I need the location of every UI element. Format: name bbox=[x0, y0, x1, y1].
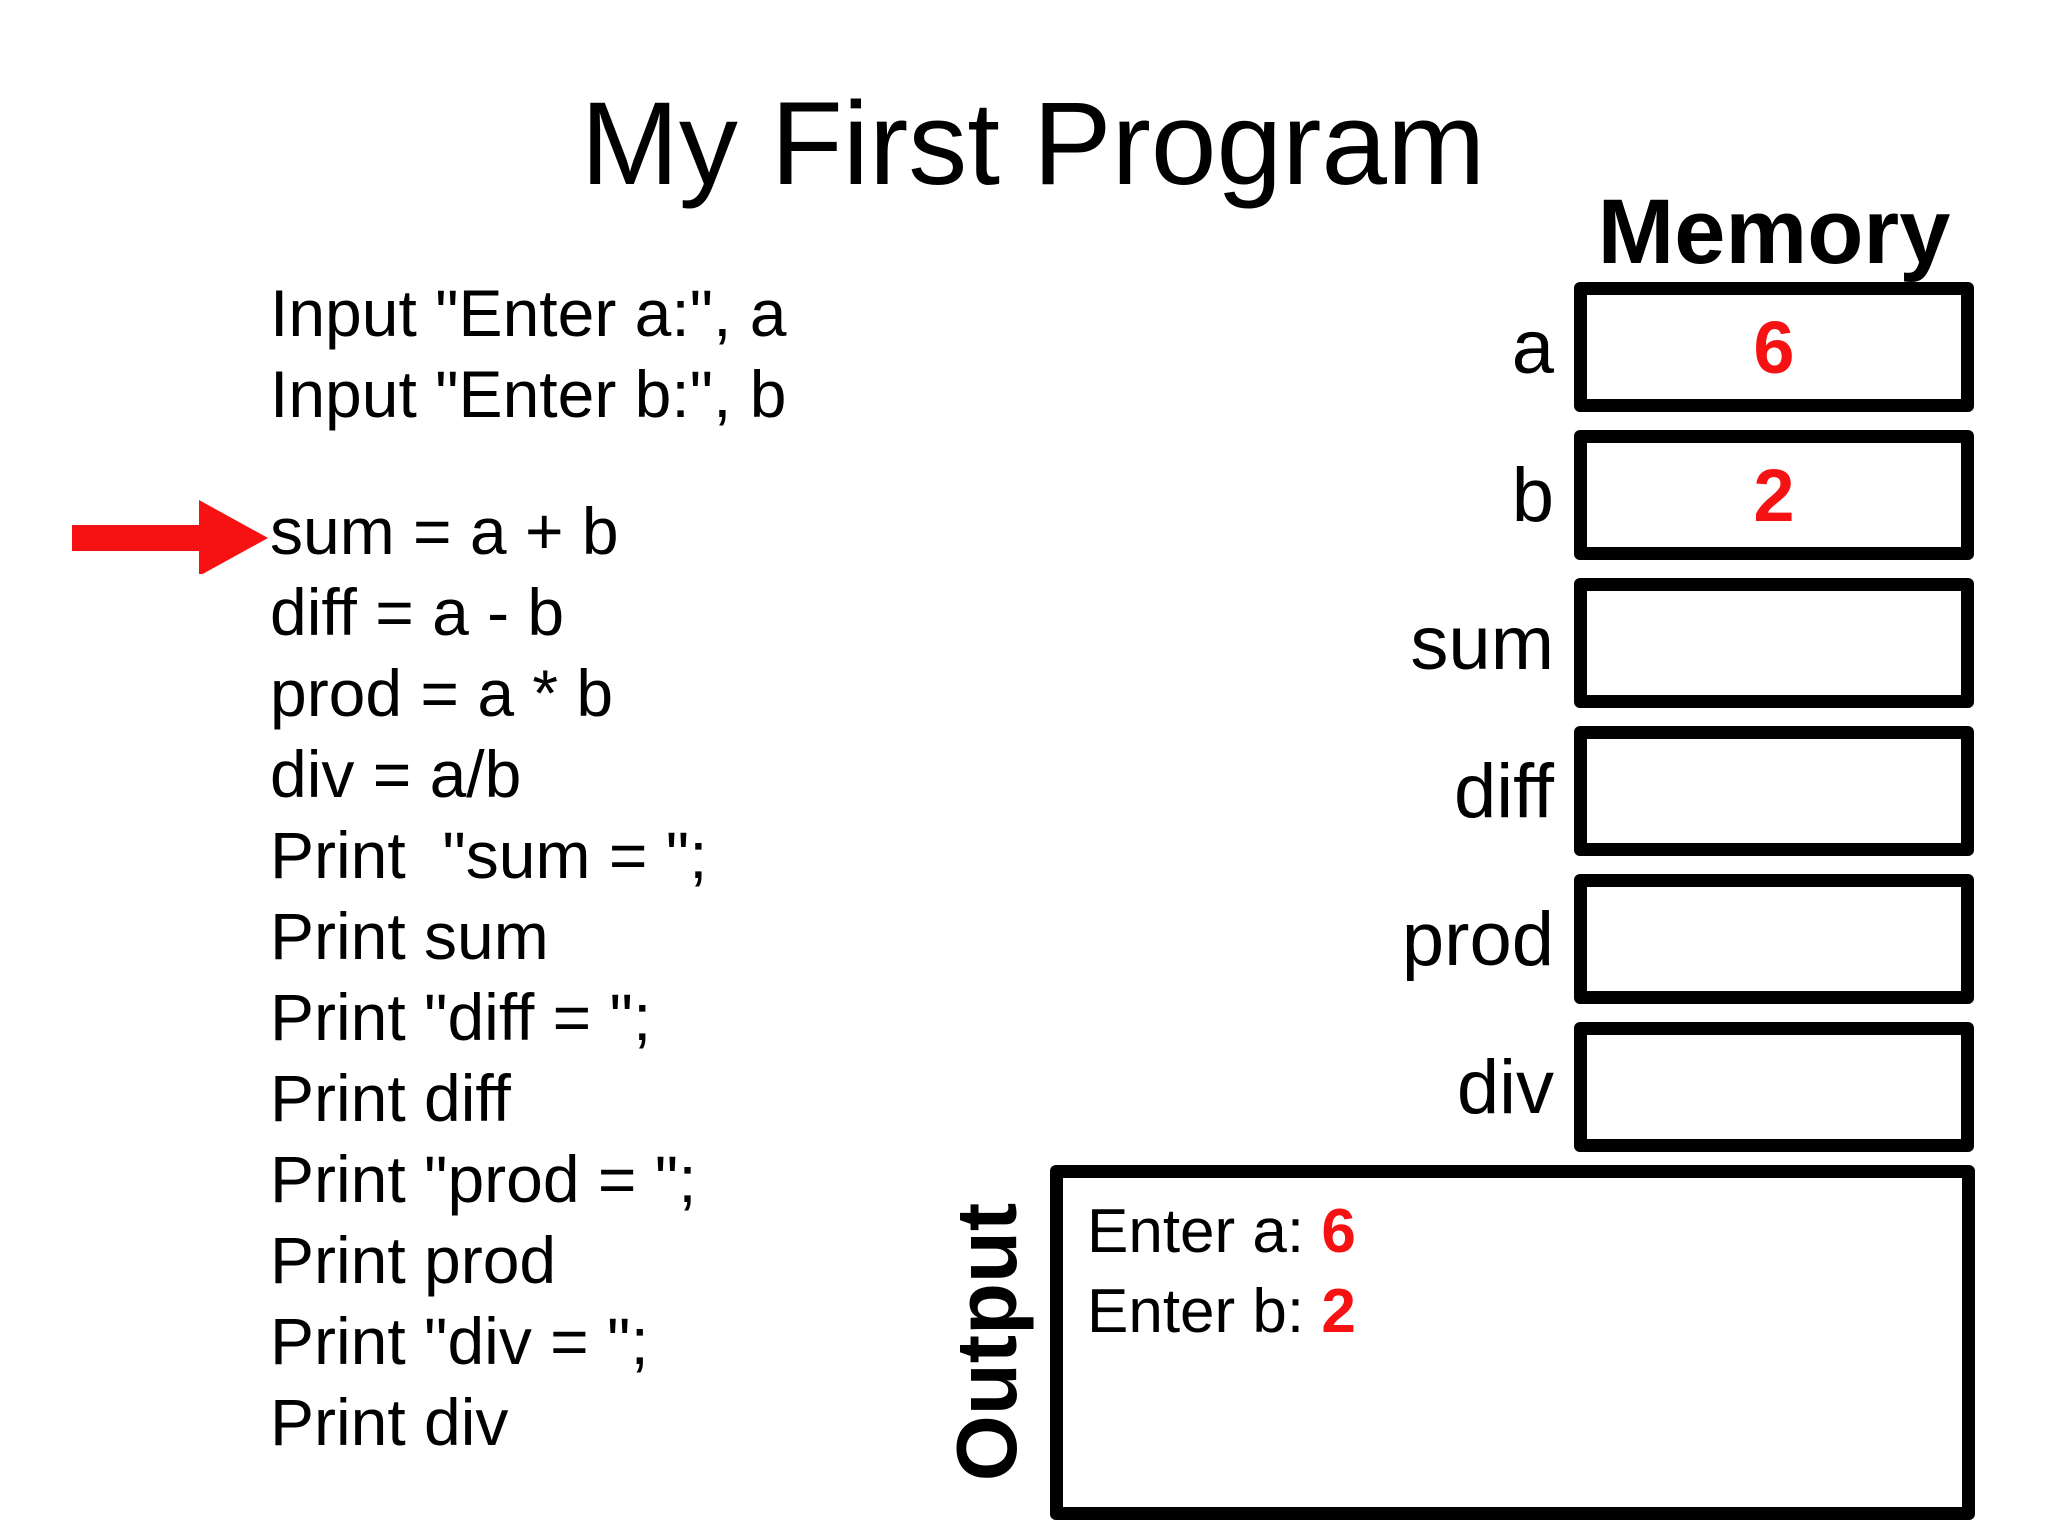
code-line: Print "div = "; bbox=[270, 1304, 649, 1378]
memory-cell-div bbox=[1574, 1022, 1974, 1152]
memory-cell-prod bbox=[1574, 874, 1974, 1004]
memory-label-div: div bbox=[1456, 1044, 1554, 1130]
memory-cell-b: 2 bbox=[1574, 430, 1974, 560]
memory-cell-diff bbox=[1574, 726, 1974, 856]
memory-label-diff: diff bbox=[1453, 748, 1554, 834]
code-blank-line bbox=[270, 435, 787, 491]
code-line-current: sum = a + b bbox=[270, 494, 619, 568]
code-line: Print prod bbox=[270, 1223, 557, 1297]
code-line: Print "sum = "; bbox=[270, 818, 708, 892]
code-line: Print "diff = "; bbox=[270, 980, 652, 1054]
output-line: Enter a: 6 bbox=[1087, 1192, 1962, 1272]
memory-cell-a: 6 bbox=[1574, 282, 1974, 412]
output-entered-value: 6 bbox=[1321, 1197, 1356, 1266]
memory-value-b: 2 bbox=[1753, 453, 1795, 537]
code-line: div = a/b bbox=[270, 737, 522, 811]
code-line: diff = a - b bbox=[270, 575, 565, 649]
output-section-title: Output bbox=[940, 1202, 1035, 1482]
memory-label-b: b bbox=[1511, 452, 1554, 538]
page-title: My First Program bbox=[580, 78, 1486, 210]
code-line: prod = a * b bbox=[270, 656, 614, 730]
output-console: Enter a: 6 Enter b: 2 bbox=[1050, 1165, 1975, 1520]
code-line: Input "Enter b:", b bbox=[270, 357, 787, 431]
red-arrow-shape bbox=[72, 500, 268, 574]
memory-cell-sum bbox=[1574, 578, 1974, 708]
code-line: Print "prod = "; bbox=[270, 1142, 697, 1216]
memory-label-prod: prod bbox=[1401, 896, 1554, 982]
output-prompt: Enter a: bbox=[1087, 1197, 1322, 1266]
output-prompt: Enter b: bbox=[1087, 1277, 1322, 1346]
output-entered-value: 2 bbox=[1321, 1277, 1356, 1346]
code-line: Input "Enter a:", a bbox=[270, 276, 787, 350]
memory-label-a: a bbox=[1511, 304, 1554, 390]
code-line: Print sum bbox=[270, 899, 549, 973]
output-line: Enter b: 2 bbox=[1087, 1272, 1962, 1352]
memory-section-title: Memory bbox=[1597, 181, 1951, 283]
code-line: Print diff bbox=[270, 1061, 511, 1135]
memory-value-a: 6 bbox=[1753, 305, 1795, 389]
red-arrow-icon bbox=[72, 500, 268, 574]
code-listing: Input "Enter a:", a Input "Enter b:", b … bbox=[270, 273, 787, 1463]
memory-label-sum: sum bbox=[1410, 600, 1554, 686]
code-line: Print div bbox=[270, 1385, 509, 1459]
